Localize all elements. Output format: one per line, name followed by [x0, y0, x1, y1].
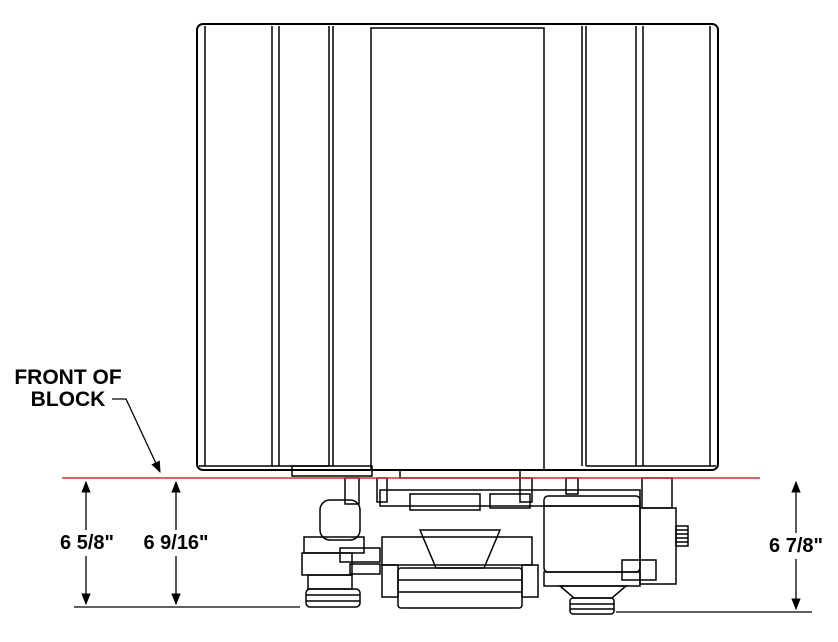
- front-of-block-label-line1: FRONT OF: [14, 366, 121, 389]
- label-bg-left-inner: [134, 530, 220, 556]
- cooler-body: [196, 23, 719, 479]
- front-of-block-label-line2: BLOCK: [31, 388, 106, 411]
- label-bg-left-outer: [52, 530, 122, 556]
- dimension-label-left-outer: 6 5/8": [60, 532, 114, 554]
- bottom-rails: [199, 465, 716, 479]
- dimension-label-left-inner: 6 9/16": [143, 532, 208, 554]
- cooler-outline: [196, 23, 719, 471]
- center-column: [332, 26, 583, 471]
- dimension-label-right: 6 7/8": [769, 535, 823, 557]
- front-of-block-leader: [112, 398, 161, 474]
- label-bg-right: [760, 533, 832, 559]
- right-heatsink-fins: [585, 26, 711, 466]
- mounting-hardware: [301, 477, 689, 615]
- left-heatsink-fins: [204, 26, 330, 466]
